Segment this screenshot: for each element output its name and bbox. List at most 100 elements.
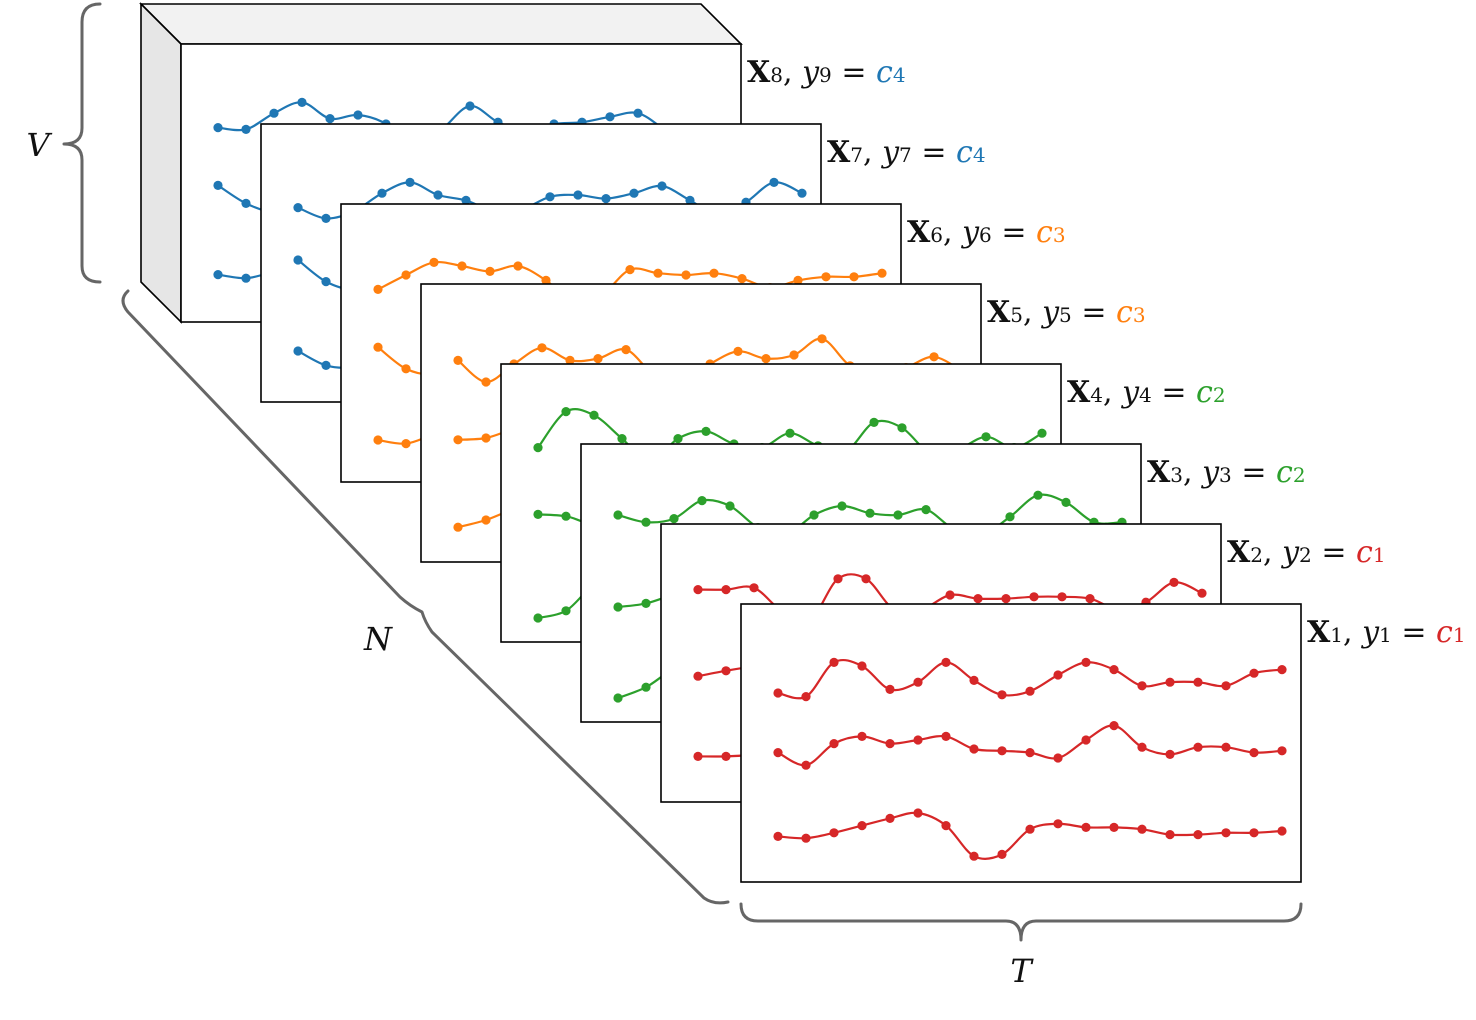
data-point [1081, 822, 1091, 833]
data-point [1165, 749, 1175, 760]
data-point [1081, 735, 1091, 745]
data-point [721, 585, 731, 595]
label-equals: = [1392, 615, 1436, 650]
data-point [293, 255, 303, 265]
label-x-sub: 5 [1010, 303, 1023, 327]
data-point [653, 268, 663, 278]
data-point [685, 195, 695, 205]
sample-label: X1, y1 = c1 [1307, 615, 1466, 650]
sample-label: X4, y4 = c2 [1067, 375, 1226, 410]
stack-box-top-face [139, 3, 743, 45]
label-x-sub: 4 [1090, 383, 1103, 407]
data-point [829, 739, 839, 749]
label-comma: , [943, 215, 962, 250]
data-point [601, 194, 611, 204]
data-point [561, 407, 571, 417]
data-point [1109, 721, 1119, 731]
data-point [241, 124, 251, 134]
data-point [1025, 748, 1035, 758]
data-point [573, 190, 583, 200]
label-y-sub: 9 [819, 63, 832, 87]
label-equals: = [832, 55, 876, 90]
data-point [797, 188, 807, 198]
data-point [513, 261, 523, 271]
data-point [1025, 686, 1035, 696]
label-y-sub: 3 [1219, 463, 1232, 487]
data-point [613, 602, 623, 612]
label-equals: = [1072, 295, 1116, 330]
label-class-sub: 3 [1053, 223, 1066, 247]
data-point [1053, 819, 1063, 829]
data-point [941, 731, 951, 742]
data-point [997, 690, 1007, 700]
panel-frame [740, 603, 1302, 883]
data-point [373, 342, 383, 352]
data-point [789, 350, 799, 360]
data-point [1193, 677, 1203, 687]
data-point [405, 177, 415, 187]
data-point [621, 345, 631, 355]
data-point [969, 744, 979, 754]
data-point [1249, 748, 1259, 758]
label-x: X [1147, 455, 1171, 490]
data-point [1249, 668, 1259, 678]
data-point [453, 435, 463, 445]
label-comma: , [1343, 615, 1362, 650]
data-point [1221, 681, 1231, 691]
series-1 [773, 657, 1287, 702]
data-point [485, 266, 495, 276]
label-class: c [956, 135, 973, 170]
data-point [885, 813, 895, 824]
data-point [749, 583, 759, 593]
data-point [1165, 830, 1175, 840]
data-point [1165, 677, 1175, 687]
sample-label: X8, y9 = c4 [747, 55, 906, 90]
data-point [1053, 670, 1063, 680]
label-class: c [1276, 455, 1293, 490]
data-point [1137, 742, 1147, 752]
data-point [725, 501, 735, 511]
brace-t [739, 902, 1303, 942]
data-point [465, 101, 475, 111]
data-point [213, 270, 223, 280]
data-point [1005, 512, 1015, 522]
data-point [885, 739, 895, 749]
data-point [641, 598, 651, 609]
data-point [241, 198, 251, 208]
data-point [697, 496, 707, 506]
data-point [453, 522, 463, 532]
data-point [913, 808, 923, 818]
data-point [429, 257, 439, 267]
data-point [269, 108, 279, 118]
series-2 [773, 721, 1287, 770]
label-x-sub: 6 [930, 223, 943, 247]
data-point [537, 343, 547, 353]
data-point [533, 613, 543, 623]
data-point [1137, 824, 1147, 834]
data-point [1277, 826, 1287, 836]
data-point [801, 760, 811, 770]
label-y: y [1120, 375, 1140, 410]
data-point [773, 748, 783, 758]
data-point [773, 688, 783, 698]
data-point [941, 657, 951, 668]
data-point [1193, 830, 1203, 840]
label-x: X [747, 55, 771, 90]
data-point [1085, 594, 1095, 604]
label-y: y [1360, 615, 1380, 650]
data-point [721, 666, 731, 676]
data-point [545, 192, 555, 202]
label-class-sub: 4 [973, 143, 986, 167]
data-point [1277, 665, 1287, 675]
data-point [1197, 588, 1207, 598]
axis-label-n: N [363, 620, 393, 658]
label-x-sub: 2 [1250, 543, 1263, 567]
data-point [321, 213, 331, 223]
data-point [829, 828, 839, 838]
data-point [401, 364, 411, 374]
data-point [561, 511, 571, 521]
label-x: X [827, 135, 851, 170]
data-point [857, 731, 867, 742]
data-point [373, 284, 383, 294]
data-point [921, 505, 931, 515]
